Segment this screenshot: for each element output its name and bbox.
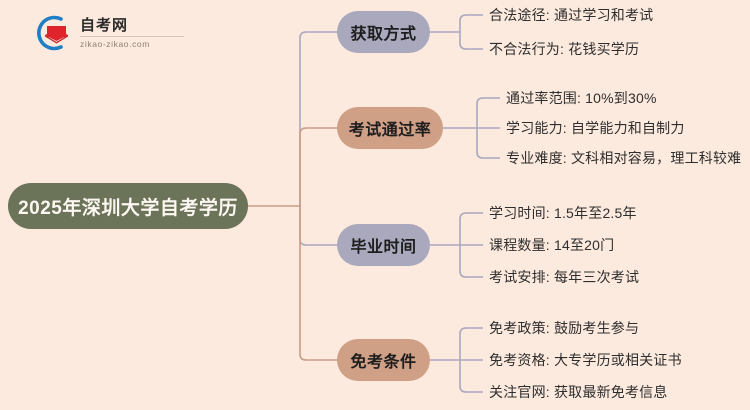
mindmap-leaf-label[interactable]: 合法途径: 通过学习和考试 <box>489 7 654 23</box>
mindmap-leaf-label[interactable]: 关注官网: 获取最新免考信息 <box>489 384 668 400</box>
logo-divider <box>80 35 184 37</box>
wire-b3-bracket <box>459 327 467 393</box>
logo-glyph-icon <box>37 15 68 51</box>
mindmap-branch-node-huoqufangshi[interactable]: 获取方式 <box>337 11 430 53</box>
wire-branch-0 <box>299 31 338 207</box>
logo-text-block: 自考网 zikao-zikao.com <box>80 17 184 50</box>
mindmap-leaf-label[interactable]: 免考政策: 鼓励考生参与 <box>489 320 640 336</box>
logo-mark-icon <box>30 12 72 54</box>
mindmap-branch-node-miankaotiaojian[interactable]: 免考条件 <box>337 339 430 381</box>
mindmap-branch-node-biyeshijian[interactable]: 毕业时间 <box>337 224 430 266</box>
mindmap-leaf-label[interactable]: 学习能力: 自学能力和自制力 <box>506 120 685 136</box>
logo-title: 自考网 <box>80 16 129 34</box>
mindmap-leaf-label[interactable]: 课程数量: 14至20门 <box>489 237 615 253</box>
wire-b2-bracket <box>459 212 467 278</box>
mindmap-leaf-label[interactable]: 考试安排: 每年三次考试 <box>489 269 640 285</box>
mindmap-branch-node-kaoshitongguolv[interactable]: 考试通过率 <box>337 107 443 149</box>
wire-b0-bracket <box>459 14 467 50</box>
wire-branch-1 <box>299 127 338 207</box>
mindmap-leaf-label[interactable]: 专业难度: 文科相对容易，理工科较难 <box>506 150 742 166</box>
mindmap-root-node[interactable]: 2025年深圳大学自考学历 <box>8 183 248 229</box>
mindmap-leaf-label[interactable]: 不合法行为: 花钱买学历 <box>489 41 640 57</box>
wire-branch-3 <box>299 205 338 361</box>
wire-branch-2 <box>299 205 338 246</box>
mindmap-leaf-label[interactable]: 学习时间: 1.5年至2.5年 <box>489 205 637 221</box>
site-logo: 自考网 zikao-zikao.com <box>30 12 190 54</box>
mindmap-leaf-label[interactable]: 通过率范围: 10%到30% <box>506 90 657 106</box>
mindmap-leaf-label[interactable]: 免考资格: 大专学历或相关证书 <box>489 352 682 368</box>
logo-url: zikao-zikao.com <box>80 38 150 49</box>
wire-b1-bracket <box>476 97 484 159</box>
